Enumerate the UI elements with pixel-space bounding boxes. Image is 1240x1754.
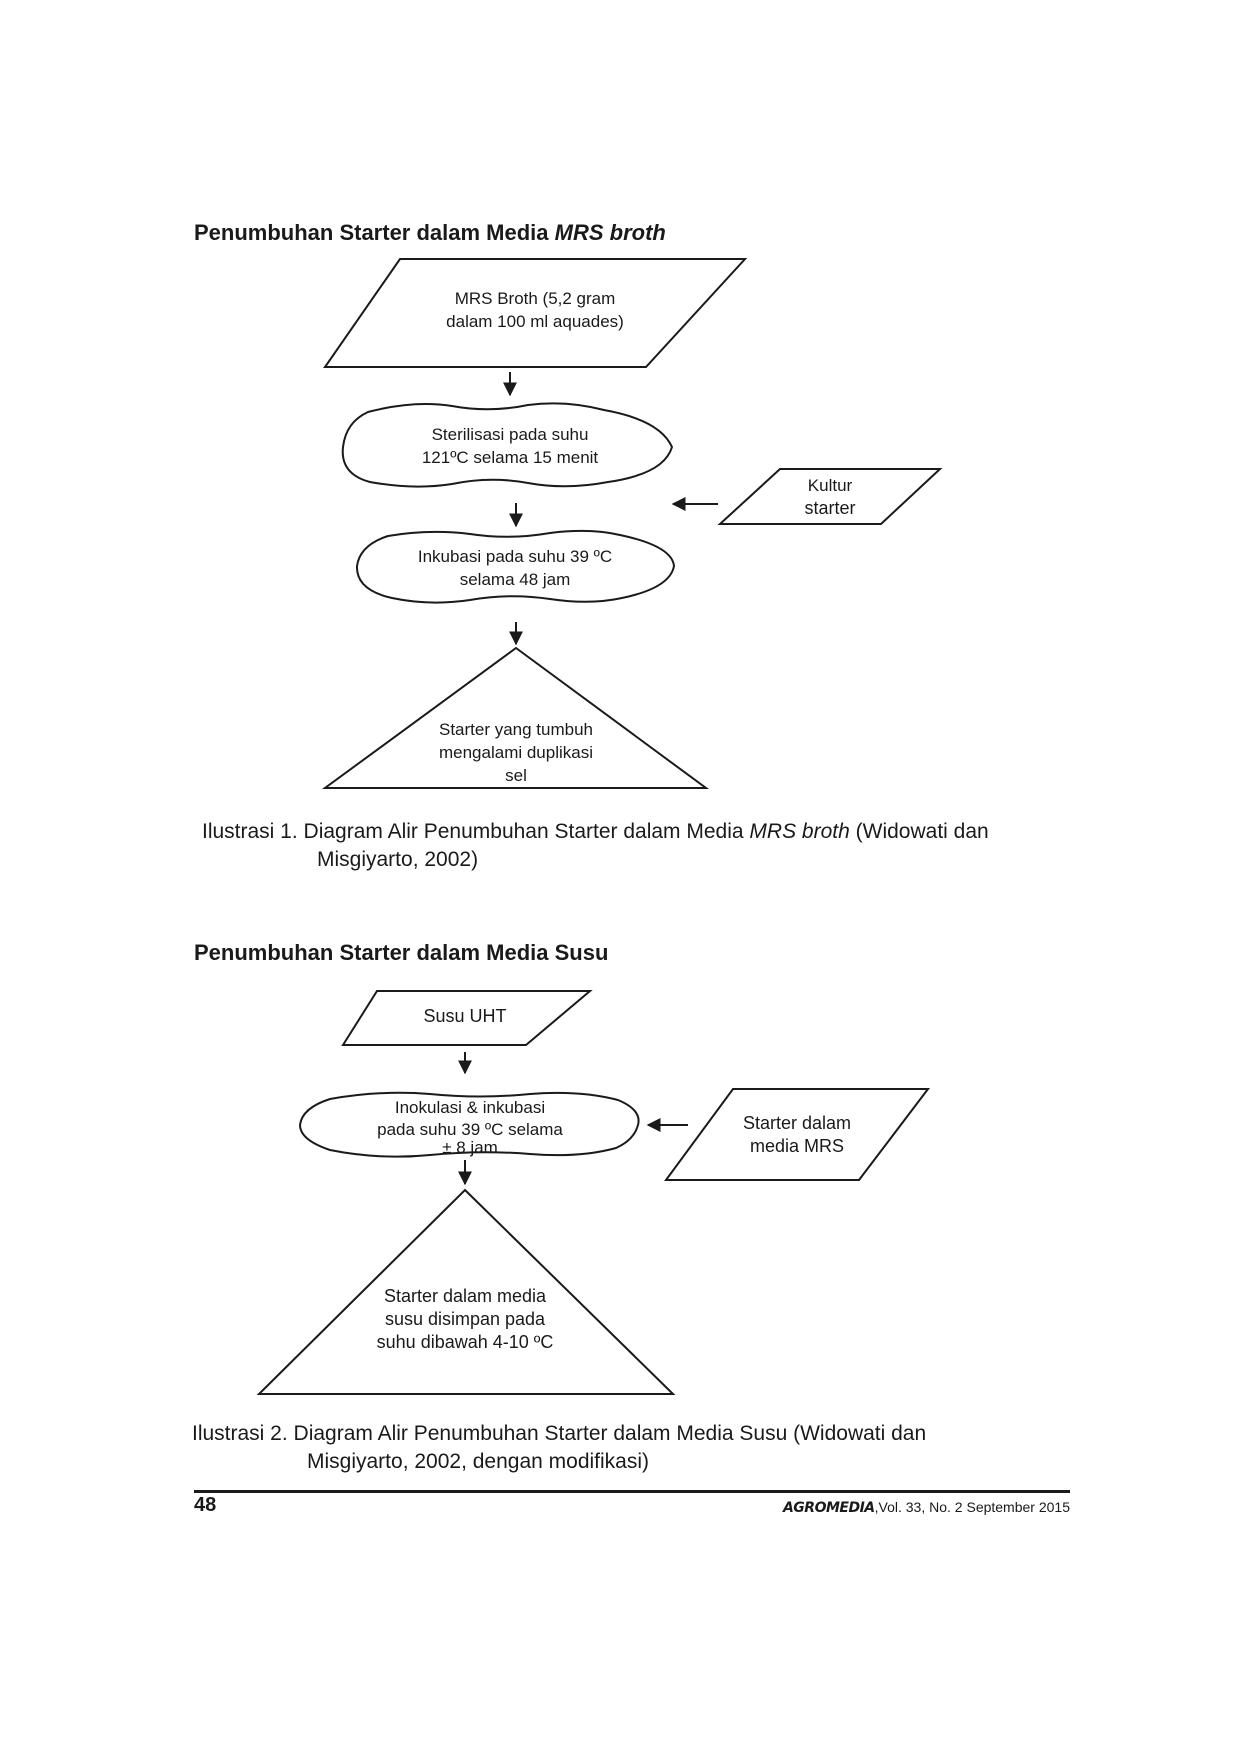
incubation-oval-shape	[355, 529, 676, 604]
illustration1-caption: Ilustrasi 1. Diagram Alir Penumbuhan Sta…	[202, 820, 989, 871]
section2-heading: Penumbuhan Starter dalam Media Susu	[194, 940, 609, 965]
journal-logo: AGROMEDIA	[782, 1500, 875, 1516]
page-number: 48	[194, 1494, 217, 1516]
starter-mrs-input-shape	[664, 1088, 931, 1181]
sterilization-oval-shape	[341, 402, 674, 488]
inoculation-step-label: Inokulasi & inkubasi pada suhu 39 ºC sel…	[377, 1098, 563, 1157]
inoculation-oval-shape	[298, 1091, 640, 1158]
result-label: Starter yang tumbuh mengalami duplikasi …	[438, 720, 594, 785]
starter-mrs-label: Starter dalam media MRS	[742, 1113, 852, 1156]
susu-uht-input-shape	[341, 990, 593, 1046]
illustration2-caption: Ilustrasi 2. Diagram Alir Penumbuhan Sta…	[192, 1422, 927, 1473]
storage-result-label: Starter dalam media susu disimpan pada s…	[376, 1286, 554, 1352]
susu-uht-label: Susu UHT	[423, 1006, 507, 1026]
kultur-starter-label: Kultur starter	[804, 476, 856, 518]
footer-rule	[194, 1490, 1070, 1493]
storage-triangle-shape	[256, 1188, 676, 1395]
mrs-broth-input-shape	[323, 258, 748, 368]
section1-heading: Penumbuhan Starter dalam Media MRS broth	[194, 220, 666, 245]
sterilization-step-label: Sterilisasi pada suhu 121ºC selama 15 me…	[421, 425, 599, 467]
journal-citation: AGROMEDIA,Vol. 33, No. 2 September 2015	[782, 1499, 1070, 1516]
mrs-broth-input-label: MRS Broth (5,2 gram dalam 100 ml aquades…	[446, 289, 624, 331]
incubation-step-label: Inkubasi pada suhu 39 ºC selama 48 jam	[417, 547, 613, 589]
result-triangle-shape	[321, 646, 710, 789]
kultur-starter-input-shape	[717, 468, 943, 525]
